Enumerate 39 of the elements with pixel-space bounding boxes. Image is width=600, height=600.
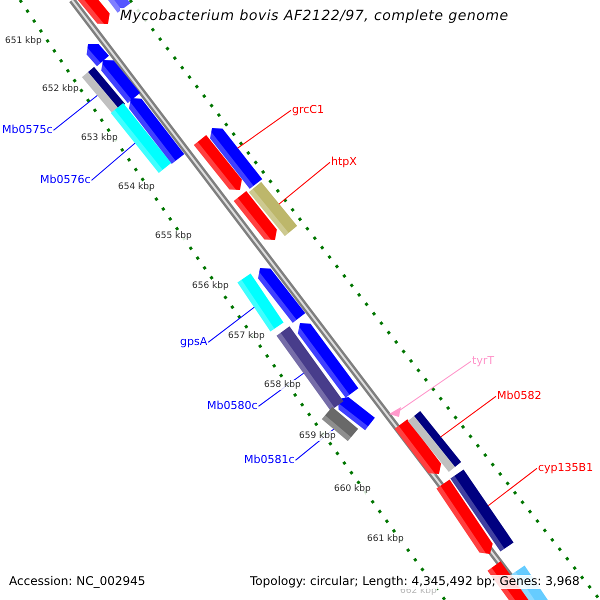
scale-label: 660 kbp [334, 484, 371, 494]
gene-segment [408, 411, 462, 472]
leader-line [278, 162, 330, 205]
gene-label: htpX [331, 156, 357, 169]
gene-label: gpsA [180, 336, 208, 349]
gene-label: tyrT [472, 355, 494, 368]
gene-segment [82, 66, 126, 114]
scale-label: 652 kbp [42, 84, 79, 94]
gene-label: Mb0582 [497, 390, 542, 403]
info-text: Accession: NC_002945 [9, 575, 146, 589]
leader-line [488, 468, 538, 506]
triangle-marker [389, 407, 401, 417]
leader-line [208, 306, 255, 343]
gene-segment [450, 470, 514, 552]
gene-label: cyp135B1 [538, 462, 594, 475]
scale-label: 658 kbp [264, 380, 301, 390]
scale-label: 654 kbp [118, 182, 155, 192]
scale-label: 657 kbp [228, 331, 265, 342]
scale-label: 656 kbp [192, 281, 229, 292]
scale-label: 655 kbp [155, 231, 192, 242]
gene-label: grcC1 [292, 104, 324, 117]
gene-segment [248, 182, 298, 236]
gene-label: Mb0576c [40, 174, 91, 187]
gene-label: Mb0580c [207, 400, 258, 413]
scale-label: 651 kbp [5, 36, 42, 46]
leader-line [237, 110, 292, 149]
scale-label: 659 kbp [299, 431, 336, 442]
scale-label: 661 kbp [367, 534, 404, 544]
gene-segment [210, 128, 262, 189]
leader-line [53, 94, 98, 131]
gene-segment [322, 406, 358, 442]
gene-label: Mb0581c [244, 454, 295, 467]
gene-segment [237, 274, 284, 332]
title: Mycobacterium bovis AF2122/97, complete genome [120, 8, 509, 24]
leader-line [91, 142, 136, 181]
leader-line [440, 396, 496, 438]
leader-line [400, 360, 472, 411]
gene-label: Mb0575c [2, 124, 53, 137]
scale-label: 653 kbp [81, 133, 118, 144]
